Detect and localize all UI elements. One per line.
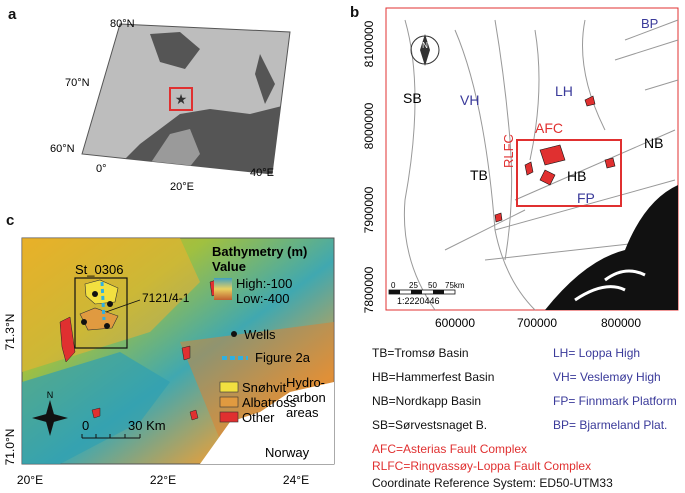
panel-b-map: N SB VH LH BP AFC RLFC TB HB NB FP 0 25 …: [362, 7, 679, 330]
panel-a-letter: a: [8, 6, 17, 23]
panel-a-map: ★ 80°N 70°N 60°N 0° 20°E 40°E: [50, 18, 291, 193]
lon-40e: 40°E: [250, 167, 274, 179]
scale-50: 50: [428, 281, 437, 290]
label-hb: HB: [567, 168, 586, 184]
legend-hb: HB=Hammerfest Basin: [372, 370, 495, 384]
legend-lh: LH= Loppa High: [553, 346, 641, 360]
norway-label: Norway: [265, 445, 310, 460]
y-tick-7900000: 7900000: [362, 186, 376, 233]
legend-tb: TB=Tromsø Basin: [372, 346, 469, 360]
scale-ratio: 1:2220446: [397, 296, 440, 306]
x-tick-800000: 800000: [601, 316, 641, 330]
bathy-title: Bathymetry (m): [212, 244, 307, 259]
c-x-tick-24e: 24°E: [283, 473, 309, 487]
c-y-tick-71-0: 71.0°N: [3, 429, 17, 466]
panel-c-map: St_0306 7121/4-1 Bathymetry (m) Value Hi…: [3, 237, 335, 487]
c-x-tick-20e: 20°E: [17, 473, 43, 487]
y-tick-8000000: 8000000: [362, 102, 376, 149]
bathy-low: Low:-400: [236, 291, 289, 306]
area-snohvit: Snøhvit: [242, 380, 286, 395]
x-tick-700000: 700000: [517, 316, 557, 330]
y-tick-7800000: 7800000: [362, 266, 376, 313]
svg-text:★: ★: [175, 91, 188, 107]
x-tick-600000: 600000: [435, 316, 475, 330]
c-x-tick-22e: 22°E: [150, 473, 176, 487]
label-rlfc: RLFC: [501, 134, 516, 168]
label-afc: AFC: [535, 120, 563, 136]
box-label: St_0306: [75, 262, 123, 277]
y-tick-8100000: 8100000: [362, 20, 376, 67]
lat-80: 80°N: [110, 18, 135, 30]
areas-title-l3: areas: [286, 405, 319, 420]
legend-crs: Coordinate Reference System: ED50-UTM33: [372, 476, 613, 490]
label-nb: NB: [644, 135, 663, 151]
figure-label: Figure 2a: [255, 350, 311, 365]
panel-c-north-label: N: [47, 390, 54, 400]
areas-title-l1: Hydro-: [286, 375, 325, 390]
scale-0: 0: [391, 281, 396, 290]
c-y-tick-71-3: 71.3°N: [3, 314, 17, 351]
area-other: Other: [242, 410, 275, 425]
scale-zero: 0: [82, 418, 89, 433]
panel-c-letter: c: [6, 212, 15, 229]
label-vh: VH: [460, 92, 479, 108]
legend-nb: NB=Nordkapp Basin: [372, 394, 482, 408]
label-lh: LH: [555, 83, 573, 99]
lon-20e: 20°E: [170, 181, 194, 193]
legend-afc: AFC=Asterias Fault Complex: [372, 442, 528, 456]
area-albatross: Albatross: [242, 395, 297, 410]
wells-label: Wells: [244, 327, 276, 342]
bathy-value: Value: [212, 259, 246, 274]
legend-sb: SB=Sørvestsnaget B.: [372, 418, 488, 432]
label-tb: TB: [470, 167, 488, 183]
label-fp: FP: [577, 190, 595, 206]
label-bp: BP: [641, 16, 658, 31]
areas-title-l2: carbon: [286, 390, 326, 405]
scale-30km: 30 Km: [128, 418, 166, 433]
scale-75km: 75km: [445, 281, 465, 290]
label-sb: SB: [403, 90, 422, 106]
panel-b-letter: b: [350, 4, 360, 21]
lat-70: 70°N: [65, 77, 90, 89]
legend-fp: FP= Finnmark Platform: [553, 394, 677, 408]
lon-0: 0°: [96, 163, 107, 175]
lat-60: 60°N: [50, 143, 75, 155]
legend-vh: VH= Veslemøy High: [553, 370, 661, 384]
well-label: 7121/4-1: [142, 291, 190, 305]
scale-25: 25: [409, 281, 418, 290]
bathy-high: High:-100: [236, 276, 292, 291]
legend-bp: BP= Bjarmeland Plat.: [553, 418, 668, 432]
panel-b-north-label: N: [422, 41, 428, 50]
legend-rlfc: RLFC=Ringvassøy-Loppa Fault Complex: [372, 459, 592, 473]
